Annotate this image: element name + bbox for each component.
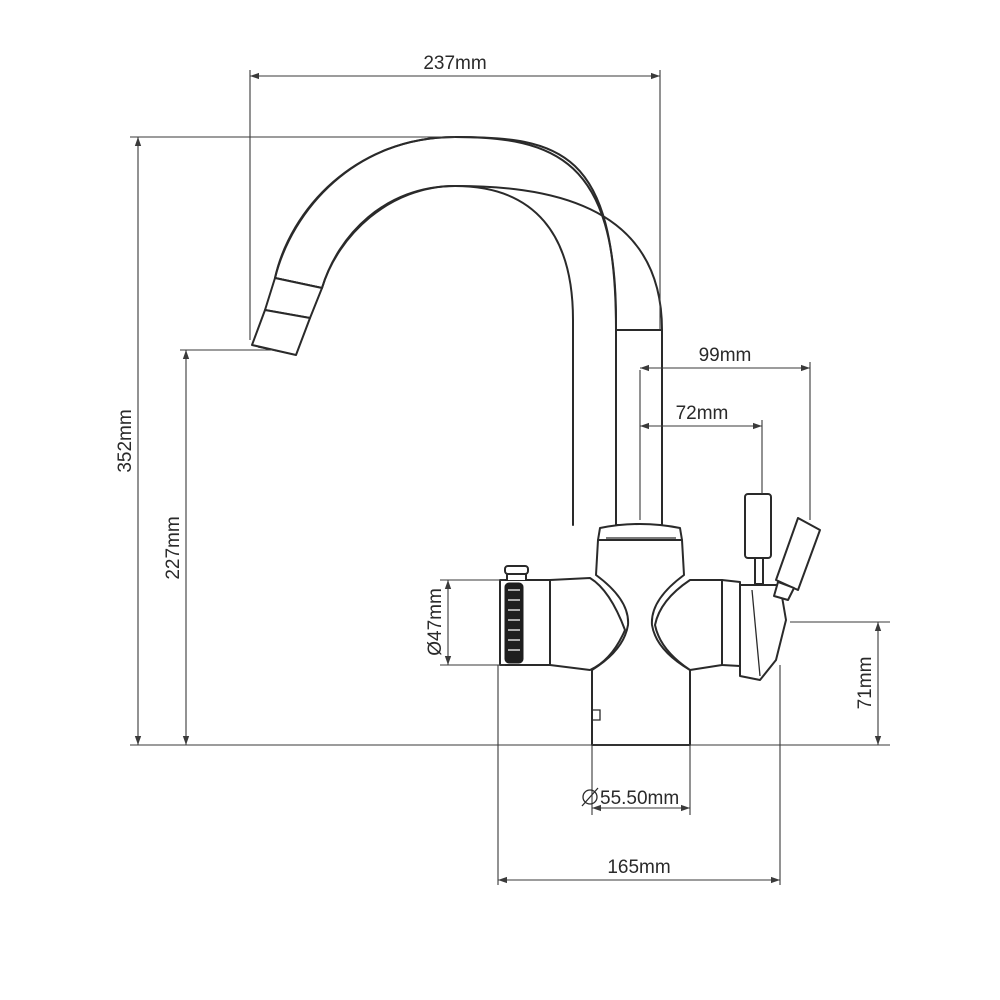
control-diameter-label: Ø47mm	[425, 588, 446, 656]
lever-height-label: 71mm	[855, 657, 876, 710]
total-width-label: 165mm	[607, 857, 670, 878]
base-diameter-label: 55.50mm	[600, 788, 679, 809]
left-handle	[549, 577, 626, 671]
spout-reach-label: 237mm	[423, 53, 486, 74]
spout-nozzle	[251, 277, 323, 356]
total-height-label: 352mm	[115, 409, 136, 472]
upright-lever	[744, 493, 772, 585]
tap-outline	[251, 136, 821, 746]
knurled-knob	[499, 565, 551, 666]
spout	[274, 136, 617, 526]
body-collar	[597, 523, 683, 541]
lever-offset-outer-label: 99mm	[699, 345, 752, 366]
angled-lever	[773, 517, 821, 601]
lever-offset-inner-label: 72mm	[676, 403, 729, 424]
spout-tube	[615, 329, 663, 526]
spout-outlet-height-label: 227mm	[163, 516, 184, 579]
dimension-lines	[130, 70, 890, 885]
lever-housing	[739, 584, 787, 681]
